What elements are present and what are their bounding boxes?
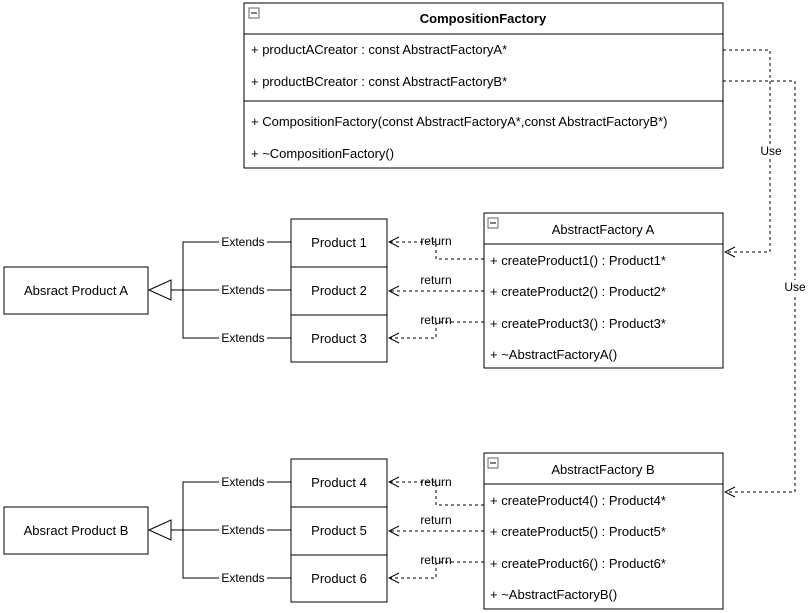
product-2-label: Product 2 [311, 283, 367, 298]
product-2-box[interactable]: Product 2 [290, 266, 388, 316]
method-composition-factory-constructor: + CompositionFactory(const AbstractFacto… [251, 114, 668, 129]
method-create-product1: + createProduct1() : Product1* [490, 253, 666, 268]
abstract-product-a-label: Absract Product A [24, 283, 128, 298]
product-6-label: Product 6 [311, 571, 367, 586]
method-abstract-factory-a-destructor: + ~AbstractFactoryA() [490, 347, 617, 362]
product-5-box[interactable]: Product 5 [290, 506, 388, 556]
return-label: return [420, 273, 451, 287]
inheritance-arrowhead [147, 519, 172, 541]
extends-label: Extends [221, 571, 264, 585]
return-label: return [420, 234, 451, 248]
abstract-product-a-box[interactable]: Absract Product A [3, 266, 149, 315]
method-create-product5: + createProduct5() : Product5* [490, 524, 666, 539]
extends-label: Extends [221, 475, 264, 489]
product-5-label: Product 5 [311, 523, 367, 538]
method-composition-factory-destructor: + ~CompositionFactory() [251, 146, 394, 161]
product-1-label: Product 1 [311, 235, 367, 250]
attribute-product-a-creator: + productACreator : const AbstractFactor… [251, 42, 507, 57]
return-label: return [420, 313, 451, 327]
extends-label: Extends [221, 523, 264, 537]
collapse-icon[interactable] [487, 457, 499, 469]
composition-factory-class[interactable]: CompositionFactory + productACreator : c… [243, 2, 724, 169]
return-connectors-b: return return return [389, 475, 484, 578]
abstract-product-b-label: Absract Product B [24, 523, 129, 538]
method-create-product6: + createProduct6() : Product6* [490, 556, 666, 571]
method-create-product3: + createProduct3() : Product3* [490, 316, 666, 331]
attribute-product-b-creator: + productBCreator : const AbstractFactor… [251, 74, 507, 89]
extends-connectors-b: Extends Extends Extends [147, 475, 291, 585]
abstract-product-b-box[interactable]: Absract Product B [3, 506, 149, 555]
abstract-factory-b-class[interactable]: AbstractFactory B + createProduct4() : P… [483, 452, 724, 610]
method-abstract-factory-b-destructor: + ~AbstractFactoryB() [490, 587, 617, 602]
abstract-factory-a-title: AbstractFactory A [552, 222, 655, 237]
use-label: Use [784, 280, 806, 294]
return-label: return [420, 513, 451, 527]
collapse-icon[interactable] [487, 217, 499, 229]
extends-connectors-a: Extends Extends Extends [147, 235, 291, 345]
product-4-box[interactable]: Product 4 [290, 458, 388, 508]
return-label: return [420, 475, 451, 489]
product-3-label: Product 3 [311, 331, 367, 346]
composition-factory-title: CompositionFactory [420, 11, 547, 26]
use-label: Use [760, 144, 782, 158]
extends-label: Extends [221, 283, 264, 297]
product-4-label: Product 4 [311, 475, 367, 490]
use-connectors: Use Use [723, 49, 808, 492]
method-create-product2: + createProduct2() : Product2* [490, 284, 666, 299]
inheritance-arrowhead [147, 279, 172, 301]
return-connectors-a: return return return [389, 234, 484, 338]
extends-label: Extends [221, 235, 264, 249]
return-label: return [420, 553, 451, 567]
extends-label: Extends [221, 331, 264, 345]
product-3-box[interactable]: Product 3 [290, 314, 388, 363]
abstract-factory-a-class[interactable]: AbstractFactory A + createProduct1() : P… [483, 212, 724, 369]
method-create-product4: + createProduct4() : Product4* [490, 493, 666, 508]
collapse-icon[interactable] [248, 7, 260, 19]
abstract-factory-b-title: AbstractFactory B [551, 462, 654, 477]
product-6-box[interactable]: Product 6 [290, 554, 388, 603]
product-1-box[interactable]: Product 1 [290, 218, 388, 268]
